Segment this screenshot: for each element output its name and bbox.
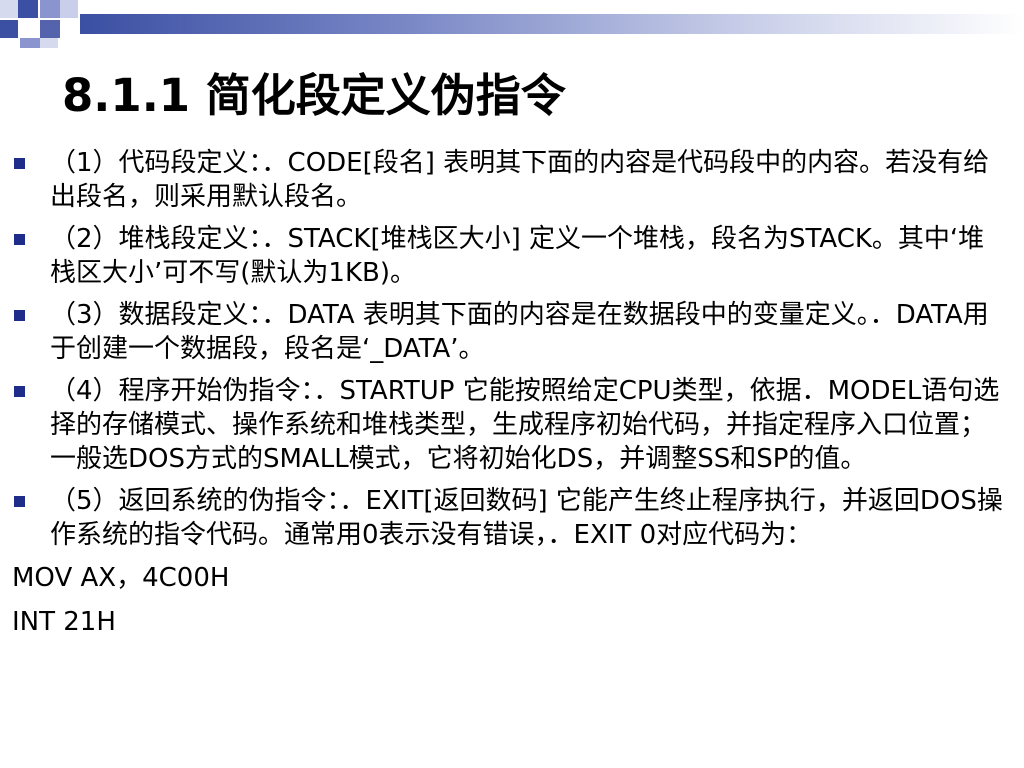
deco-square	[40, 20, 60, 38]
slide-title: 8.1.1 简化段定义伪指令	[62, 69, 566, 122]
bullet-item-code-segment: （1）代码段定义：．CODE[段名] 表明其下面的内容是代码段中的内容。若没有给…	[0, 146, 1024, 214]
deco-square	[18, 0, 38, 18]
code-line-int: INT 21H	[12, 607, 116, 637]
code-line-mov: MOV AX，4C00H	[12, 563, 230, 593]
bullet-text: （5）返回系统的伪指令：．EXIT[返回数码] 它能产生终止程序执行，并返回DO…	[50, 486, 1003, 550]
square-bullet-icon	[14, 310, 25, 321]
header-decoration	[0, 0, 1024, 48]
square-bullet-icon	[14, 158, 25, 169]
bullet-text: （4）程序开始伪指令：．STARTUP 它能按照给定CPU类型，依据．MODEL…	[50, 376, 1000, 474]
bullet-text: （2）堆栈段定义：．STACK[堆栈区大小] 定义一个堆栈，段名为STACK。其…	[50, 224, 985, 288]
bullet-item-stack-segment: （2）堆栈段定义：．STACK[堆栈区大小] 定义一个堆栈，段名为STACK。其…	[0, 222, 1024, 290]
square-bullet-icon	[14, 234, 25, 245]
deco-square	[20, 20, 38, 38]
square-bullet-icon	[14, 386, 25, 397]
slide-content: （1）代码段定义：．CODE[段名] 表明其下面的内容是代码段中的内容。若没有给…	[0, 146, 1024, 648]
bullet-item-exit: （5）返回系统的伪指令：．EXIT[返回数码] 它能产生终止程序执行，并返回DO…	[0, 484, 1024, 552]
bullet-item-startup: （4）程序开始伪指令：．STARTUP 它能按照给定CPU类型，依据．MODEL…	[0, 374, 1024, 476]
deco-square	[40, 38, 58, 48]
bullet-item-data-segment: （3）数据段定义：．DATA 表明其下面的内容是在数据段中的变量定义。．DATA…	[0, 298, 1024, 366]
square-bullet-icon	[14, 496, 25, 507]
deco-square	[0, 20, 18, 38]
bullet-text: （1）代码段定义：．CODE[段名] 表明其下面的内容是代码段中的内容。若没有给…	[50, 148, 990, 212]
bullet-text: （3）数据段定义：．DATA 表明其下面的内容是在数据段中的变量定义。．DATA…	[50, 300, 989, 364]
header-gradient-bar	[80, 14, 1024, 34]
deco-square	[0, 0, 18, 18]
deco-square	[40, 0, 60, 18]
deco-square	[60, 0, 78, 18]
deco-square	[20, 38, 40, 48]
